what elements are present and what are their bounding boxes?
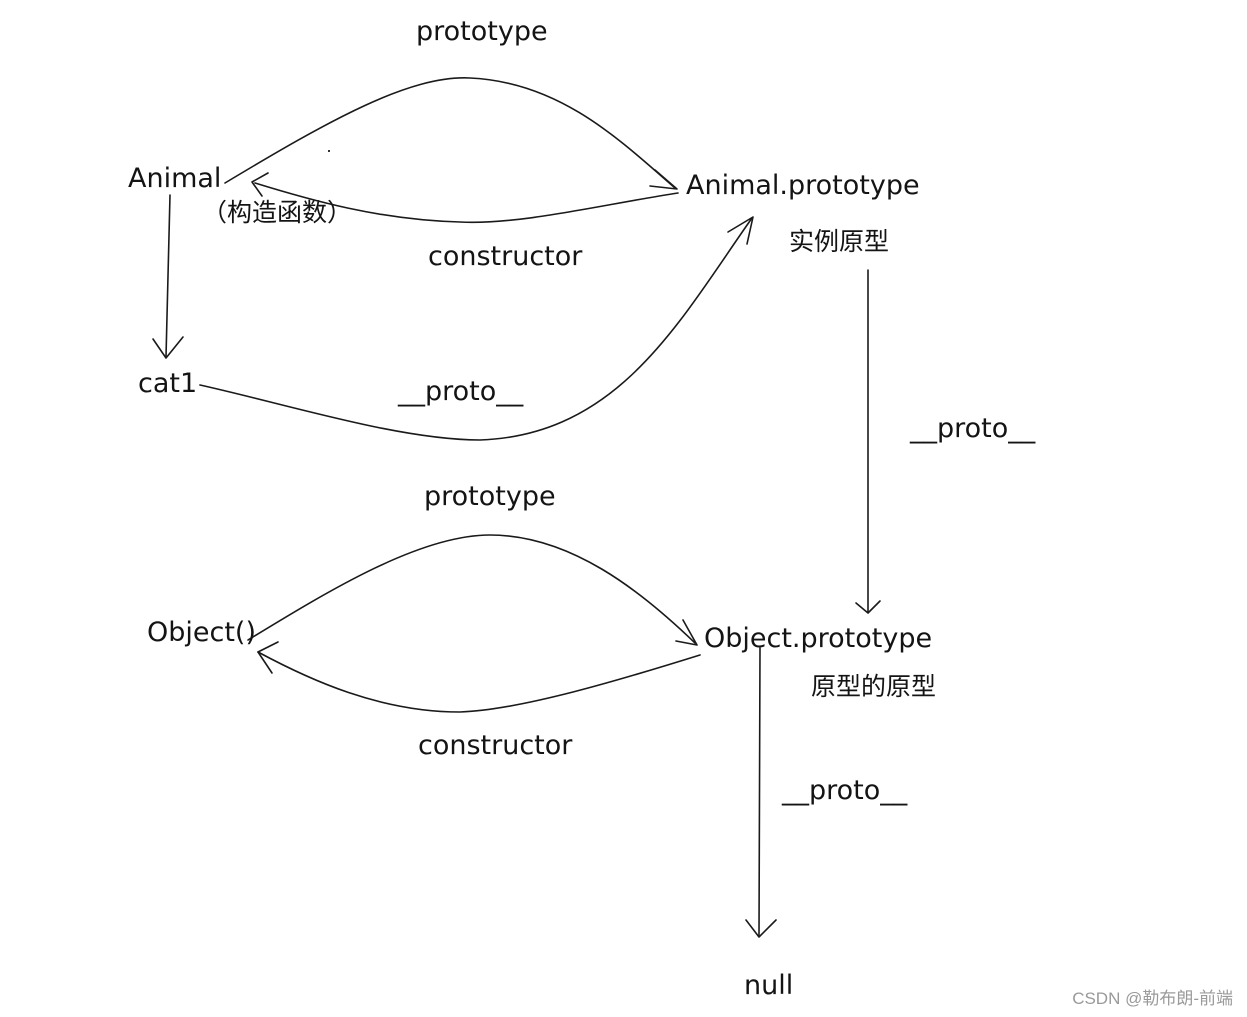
- label-animal-prototype: prototype: [416, 16, 548, 47]
- arrowhead-object-constructor: [257, 641, 279, 674]
- arrowhead-animal-constructor: [251, 172, 269, 197]
- node-object-prototype: Object.prototype: [704, 623, 933, 654]
- label-object-prototype-proto: __proto__: [782, 775, 908, 806]
- arrowhead-animal-prototype-proto: [855, 600, 881, 614]
- edge-animal-cat1: [165, 194, 171, 358]
- arrowhead-animal-prototype: [649, 169, 678, 190]
- arrowhead-object-prototype: [675, 619, 698, 646]
- edge-animal-constructor: [254, 182, 679, 224]
- node-animal: Animal: [128, 163, 222, 194]
- stray-dot: [328, 150, 330, 152]
- label-animal-constructor: constructor: [428, 241, 583, 272]
- watermark: CSDN @勒布朗-前端: [1072, 989, 1233, 1008]
- arrowhead-cat1-proto: [727, 216, 754, 245]
- edge-cat1-proto: [199, 217, 753, 441]
- edge-animal-prototype: [224, 77, 676, 189]
- arrowhead-animal-cat1: [152, 336, 184, 359]
- edge-object-prototype: [247, 534, 696, 644]
- node-object-prototype-note: 原型的原型: [811, 672, 937, 701]
- edge-object-constructor: [257, 651, 701, 713]
- node-object-constructor: Object(): [147, 617, 257, 648]
- node-cat1: cat1: [138, 368, 198, 399]
- node-animal-prototype-note: 实例原型: [789, 227, 890, 256]
- node-null: null: [744, 970, 794, 1001]
- node-animal-prototype: Animal.prototype: [686, 170, 920, 201]
- label-animal-prototype-proto: __proto__: [910, 413, 1036, 444]
- node-animal-note: （构造函数）: [202, 198, 353, 227]
- label-object-constructor: constructor: [418, 730, 573, 761]
- label-object-prototype: prototype: [424, 481, 556, 512]
- arrowhead-object-prototype-proto: [745, 919, 777, 938]
- label-cat1-proto: __proto__: [398, 376, 524, 407]
- edge-object-prototype-proto: [758, 647, 761, 936]
